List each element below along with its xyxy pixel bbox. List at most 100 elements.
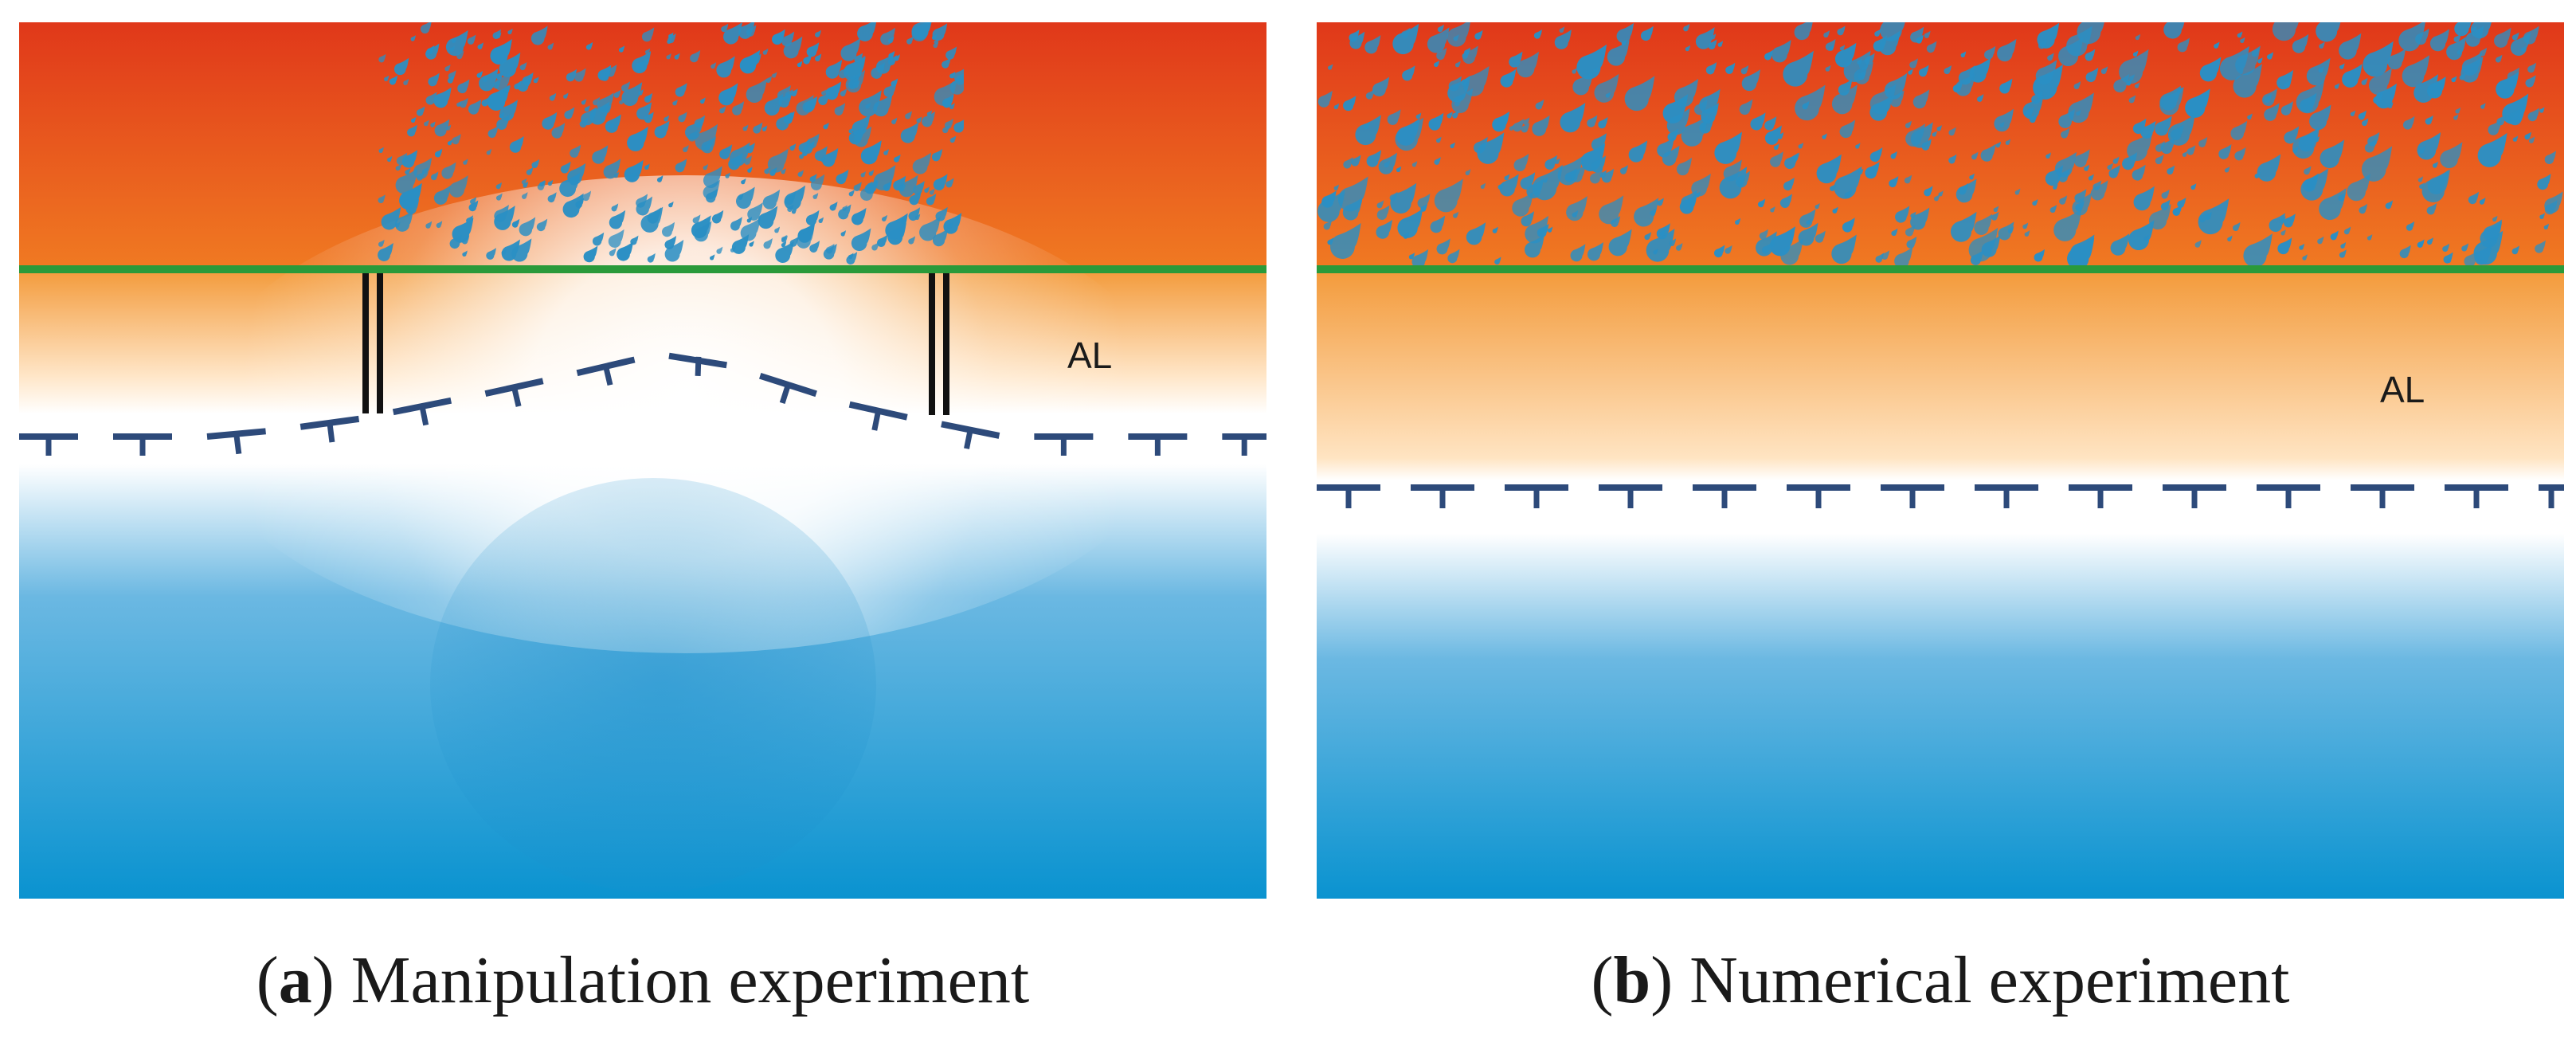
raindrop-icon [1766,52,1771,59]
raindrop-icon [1806,218,1811,225]
raindrop-icon [1837,25,1846,36]
raindrop-icon [2454,22,2472,37]
raindrop-icon [1750,112,1766,131]
raindrop-icon [2347,174,2370,202]
raindrop-icon [741,178,746,185]
raindrop-icon [1948,154,1957,164]
raindrop-icon [1364,35,1381,54]
raindrop-icon [1447,22,1470,47]
raindrop-icon [2046,152,2051,159]
raindrop-icon [691,215,711,238]
raindrop-icon [2338,192,2347,202]
raindrop-icon [1858,70,1867,80]
caption-letter: a [278,943,312,1017]
raindrop-icon [1681,115,1709,147]
raindrop-icon [781,235,788,243]
raindrop-icon [2433,161,2438,168]
raindrop-icon [953,119,964,133]
raindrop-icon [1717,41,1724,47]
raindrop-icon [769,167,777,176]
raindrop-icon [551,123,566,139]
raindrop-icon [1513,154,1529,171]
raindrop-icon [2368,68,2392,95]
raindrop-icon [444,64,451,72]
raindrop-icon [583,245,598,263]
raindrop-icon [1890,151,1897,159]
raindrop-icon [569,173,581,186]
raindrop-icon [384,75,390,81]
raindrop-icon [470,197,477,205]
raindrop-icon [1683,23,1690,32]
raindrop-icon [716,56,735,78]
raindrop-icon [1762,242,1771,254]
raindrop-icon [2494,27,2511,48]
raindrop-icon [675,159,687,173]
raindrop-icon [1667,128,1679,142]
raindrop-icon [2143,234,2150,241]
raindrop-icon [630,235,639,245]
raindrop-icon [1780,238,1803,265]
raindrop-icon [842,205,848,211]
raindrop-icon [1725,62,1736,74]
raindrop-icon [1390,182,1417,214]
raindrop-icon [771,29,785,45]
raindrop-icon [499,100,518,121]
raindrop-icon [687,129,699,142]
raindrop-icon [2304,166,2312,175]
raindrop-icon [2418,145,2425,155]
permafrost-table-line [1317,484,2564,508]
raindrop-icon [447,75,455,84]
raindrop-icon [425,92,437,105]
raindrop-icon [378,53,386,63]
raindrop-icon [539,180,546,187]
raindrop-icon [1544,155,1557,170]
raindrop-icon [2053,208,2082,241]
raindrop-icon [1944,65,1952,75]
raindrop-icon [2483,219,2503,241]
raindrop-icon [1779,194,1792,209]
chamber-wall-icon [929,273,935,415]
raindrop-icon [2132,118,2147,135]
raindrop-icon [825,81,842,100]
raindrop-icon [1662,94,1689,123]
raindrop-icon [1599,195,1624,225]
raindrop-icon [1474,29,1483,40]
raindrop-icon [1591,133,1607,151]
raindrop-icon [1676,157,1693,176]
raindrop-icon [1453,211,1458,218]
raindrop-icon [617,241,634,261]
raindrop-icon [456,50,464,60]
raindrop-icon [1427,27,1450,53]
raindrop-icon [2053,183,2058,190]
raindrop-icon [1815,230,1826,243]
raindrop-icon [2340,242,2347,249]
raindrop-icon [662,221,675,237]
raindrop-icon [1831,84,1858,115]
raindrop-icon [462,250,468,257]
raindrop-icon [1337,176,1368,212]
raindrop-icon [1912,89,1930,109]
raindrop-icon [2544,151,2557,164]
permafrost-table-marker-icon [419,406,429,426]
raindrop-icon [774,226,781,233]
raindrop-icon [1417,194,1431,209]
raindrop-icon [519,62,527,71]
raindrop-icon [791,88,798,97]
raindrop-icon [447,139,453,146]
raindrop-icon [486,248,496,260]
raindrop-icon [2306,57,2331,86]
raindrop-icon [1587,115,1598,127]
raindrop-icon [2300,168,2329,201]
raindrop-icon [581,99,587,105]
raindrop-icon [796,227,815,249]
raindrop-icon [1816,154,1842,184]
raindrop-icon [668,201,674,208]
raindrop-icon [523,181,529,188]
raindrop-icon [1415,112,1422,119]
raindrop-icon [1999,78,2013,94]
raindrop-icon [1365,89,1375,100]
raindrop-icon [797,61,803,68]
raindrop-icon [640,206,664,233]
raindrop-icon [1517,51,1539,78]
raindrop-icon [1774,143,1779,151]
